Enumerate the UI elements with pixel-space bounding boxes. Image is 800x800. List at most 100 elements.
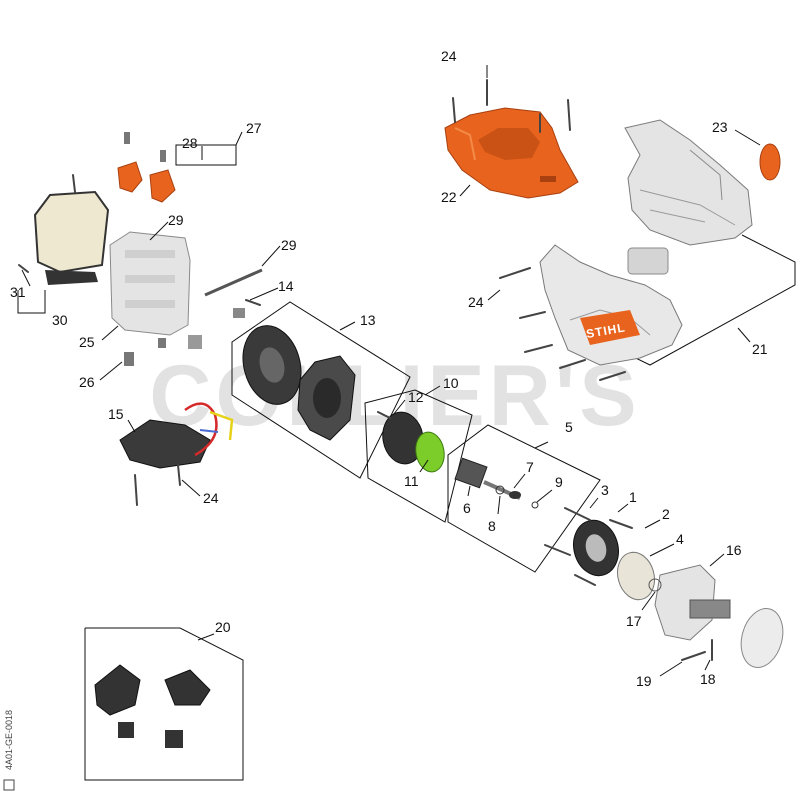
- screw-icon: [559, 359, 586, 369]
- catalog-code-box: [3, 779, 15, 791]
- left-panel-rib: [125, 275, 175, 283]
- leader-13: [339, 321, 356, 331]
- callout-18: 18: [700, 671, 716, 687]
- callout-28: 28: [182, 135, 198, 151]
- callout-7: 7: [526, 459, 534, 475]
- housing-screws: [499, 267, 626, 381]
- leader-3: [589, 497, 599, 509]
- callout-4: 4: [676, 531, 684, 547]
- leader-9: [536, 489, 553, 503]
- callout-2: 2: [662, 506, 670, 522]
- callout-29: 29: [168, 212, 184, 228]
- motor-bracket-shape: [654, 564, 716, 641]
- callout-21: 21: [752, 341, 768, 357]
- callout-26: 26: [79, 374, 95, 390]
- callout-25: 25: [79, 334, 95, 350]
- callout-3: 3: [601, 482, 609, 498]
- rear-housing-rib: [689, 149, 723, 201]
- callout-labels: 24 22 23 24 21 27 28 29 29 14 13 31 30 2…: [10, 48, 768, 689]
- stator-part: [573, 519, 655, 601]
- fan-wheel-part: [382, 411, 445, 473]
- flange-hub: [259, 347, 285, 383]
- screw-icon: [377, 411, 391, 419]
- clip-part: [158, 338, 166, 348]
- callout-1: 1: [629, 489, 637, 505]
- screw-icon: [574, 574, 596, 586]
- top-shroud-slot: [540, 176, 556, 182]
- screw-icon: [567, 99, 571, 131]
- bracket-30: [17, 290, 46, 314]
- screw-icon: [18, 264, 29, 273]
- callout-30: 30: [52, 312, 68, 328]
- callout-8: 8: [488, 518, 496, 534]
- screw-icon: [564, 507, 591, 521]
- leader-11: [419, 459, 429, 473]
- callout-9: 9: [555, 474, 563, 490]
- callout-23: 23: [712, 119, 728, 135]
- leader-4: [649, 543, 675, 557]
- callout-29: 29: [281, 237, 297, 253]
- leader-29a: [149, 221, 169, 241]
- leader-29b: [261, 245, 281, 267]
- group-outline-5: [447, 424, 601, 573]
- screw-icon: [524, 344, 553, 353]
- callout-15: 15: [108, 406, 124, 422]
- control-board-part: [119, 402, 234, 469]
- leader-16: [709, 553, 725, 567]
- filter-base: [45, 270, 98, 285]
- left-panel-rib: [125, 300, 175, 308]
- screw-icon: [177, 464, 181, 486]
- callout-24: 24: [468, 294, 484, 310]
- callout-19: 19: [636, 673, 652, 689]
- top-shroud-highlight: [454, 127, 476, 161]
- kit-part-shape: [165, 730, 183, 748]
- callout-10: 10: [443, 375, 459, 391]
- fan-disc-green: [415, 431, 445, 473]
- washer-part: [495, 485, 505, 495]
- top-shroud-inner: [478, 128, 540, 160]
- screw-icon: [72, 174, 76, 193]
- top-shroud-part: [444, 107, 579, 199]
- leader-1: [617, 503, 629, 513]
- leader-14: [249, 287, 279, 301]
- leader-18: [704, 659, 711, 671]
- kit-part-shape: [118, 722, 134, 738]
- callout-14: 14: [278, 278, 294, 294]
- leader-7: [513, 473, 526, 489]
- kit-part-shape: [164, 669, 211, 706]
- motor-bracket-hub: [689, 599, 731, 619]
- leader-26: [99, 361, 123, 381]
- kit-part-shape: [94, 664, 141, 716]
- leader-15: [127, 419, 136, 433]
- screw-icon: [609, 519, 633, 529]
- left-panel-shape: [109, 231, 191, 336]
- stator-core: [585, 534, 607, 562]
- motor-bracket-part: [648, 564, 784, 668]
- ring-part: [531, 501, 539, 509]
- callout-6: 6: [463, 500, 471, 516]
- screw-icon: [681, 651, 706, 661]
- screw-icon: [245, 299, 261, 306]
- leader-10: [424, 385, 441, 396]
- leader-20: [197, 633, 215, 641]
- fan-cover-opening: [313, 378, 341, 418]
- motor-flange-part: [242, 325, 302, 405]
- callout-13: 13: [360, 312, 376, 328]
- bracket-27: [175, 131, 243, 166]
- leader-25: [101, 325, 119, 341]
- latch-pin: [124, 132, 130, 144]
- leader-lines: [21, 65, 761, 677]
- screw-icon: [544, 544, 571, 556]
- end-cap-shape: [740, 608, 784, 668]
- leader-24-right: [487, 289, 501, 301]
- brush-holder-shape: [617, 551, 655, 601]
- control-board-shape: [119, 419, 211, 469]
- filter-part: [33, 190, 110, 285]
- screw-icon: [519, 311, 546, 319]
- left-panel-part: [109, 231, 191, 336]
- shroud-screws: [452, 79, 571, 133]
- latch-parts: [117, 132, 176, 203]
- front-housing-vent: [627, 247, 669, 275]
- callout-24: 24: [441, 48, 457, 64]
- ring-part: [648, 578, 662, 592]
